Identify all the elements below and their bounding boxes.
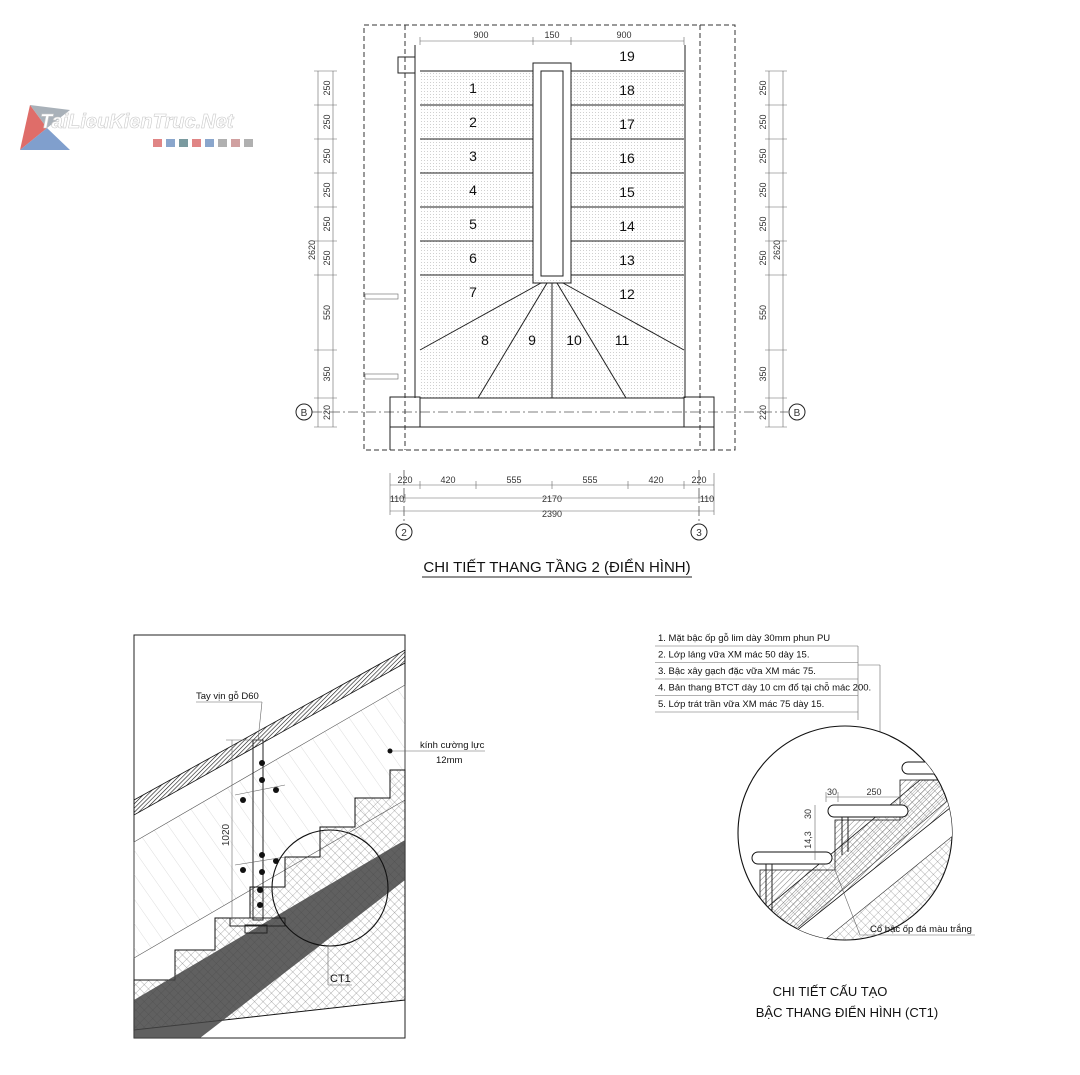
side-dim: 250 [758, 114, 768, 129]
side-dim: 250 [322, 182, 332, 197]
side-dim: 250 [758, 148, 768, 163]
side-dim-total: 2620 [307, 240, 317, 260]
step-number: 9 [528, 332, 536, 348]
grid-bubble-2 [395, 523, 413, 541]
railing-height-dim: 1020 [221, 823, 232, 846]
construction-note: 4. Bản thang BTCT dày 10 cm đổ tại chỗ m… [658, 683, 871, 694]
bottom-dim-r1-4: 555 [582, 475, 597, 485]
side-dimension-right: 250 250 250 250 250 250 550 350 220 2620 [758, 70, 787, 428]
watermark-text: TaiLieuKienTruc.Net [40, 111, 235, 133]
step-number: 18 [619, 82, 635, 98]
stair-well-inner [540, 70, 564, 277]
step-number: 8 [481, 332, 489, 348]
step-number: 11 [615, 332, 630, 348]
side-dim: 350 [758, 366, 768, 381]
step-number: 12 [619, 286, 635, 302]
step-number: 6 [469, 250, 477, 266]
top-dim-2: 150 [544, 30, 559, 40]
step-number: 13 [619, 252, 635, 268]
detail-title-line2: BẬC THANG ĐIỂN HÌNH (CT1) [756, 1005, 939, 1020]
step-number: 14 [619, 218, 635, 234]
detail-dim-30b: 30 [803, 809, 813, 819]
side-dimension-left: 250 250 250 250 250 250 550 350 220 2620 [307, 70, 337, 428]
step-number: 5 [469, 216, 477, 232]
top-dim-3: 900 [616, 30, 631, 40]
step-number: 10 [566, 332, 582, 348]
stair-well-outer [532, 62, 572, 284]
side-dim: 220 [322, 405, 332, 420]
top-dim-1: 900 [473, 30, 488, 40]
step-number: 2 [469, 114, 477, 130]
grid-label-b-right: B [794, 408, 801, 419]
side-dim: 550 [758, 305, 768, 320]
detail-title-line1: CHI TIẾT CẤU TẠO [773, 984, 888, 999]
bottom-dimension-lines: 220 420 555 555 420 220 110 2170 110 239… [389, 473, 715, 519]
plan-title: CHI TIẾT THANG TẦNG 2 (ĐIỂN HÌNH) [423, 558, 690, 576]
watermark-logo: TaiLieuKienTruc.Net [20, 105, 253, 150]
step-number: 16 [619, 150, 635, 166]
bottom-dim-r1-1: 220 [397, 475, 412, 485]
grid-label-b-left: B [301, 408, 308, 419]
detail-dim-250: 250 [866, 787, 881, 797]
side-dim: 220 [758, 405, 768, 420]
side-dim: 250 [322, 216, 332, 231]
plan-outer-dashed-wall [363, 24, 736, 451]
construction-note: 2. Lớp láng vữa XM mác 50 dày 15. [658, 650, 809, 661]
side-dim: 550 [322, 305, 332, 320]
construction-note: 5. Lớp trát trần vữa XM mác 75 dày 15. [658, 699, 824, 710]
bottom-dim-r1-6: 220 [691, 475, 706, 485]
ct1-label: CT1 [330, 973, 351, 985]
side-dim: 350 [322, 366, 332, 381]
step-number: 3 [469, 148, 477, 164]
step-number: 19 [619, 48, 635, 64]
construction-note: 3. Bậc xây gạch đặc vữa XM mác 75. [658, 666, 816, 677]
construction-note: 1. Mặt bậc ốp gỗ lim dày 30mm phun PU [658, 633, 830, 644]
ct1-callout-circle [271, 829, 389, 947]
railing-elevation: 1020 Tay vịn gỗ D60 kính cường lực 12mm … [133, 634, 485, 1039]
nosing-label: Cổ bậc ốp đá màu trắng [870, 924, 972, 935]
bottom-dim-r2-2: 2170 [542, 494, 562, 504]
detail-dim-143: 14,3 [803, 831, 813, 849]
side-dim: 250 [322, 114, 332, 129]
side-dim: 250 [758, 80, 768, 95]
side-dim: 250 [758, 182, 768, 197]
bottom-dim-r2-3: 110 [700, 494, 714, 504]
grid-bubble-3 [690, 523, 708, 541]
grid-label-2: 2 [401, 528, 407, 539]
detail-dim-30a: 30 [827, 787, 837, 797]
side-dim: 250 [322, 250, 332, 265]
bottom-dim-total: 2390 [542, 509, 562, 519]
handrail-band [133, 649, 406, 816]
side-dim: 250 [322, 148, 332, 163]
step-number: 7 [469, 284, 477, 300]
bottom-dim-r1-3: 555 [506, 475, 521, 485]
glass-label-1: kính cường lực [420, 740, 485, 751]
step-detail: 1. Mặt bậc ốp gỗ lim dày 30mm phun PU 2. … [655, 633, 975, 1020]
top-dimension-line: 900 150 900 [419, 30, 685, 45]
step-number: 4 [469, 182, 477, 198]
bottom-dim-r1-5: 420 [648, 475, 663, 485]
grid-bubble-b-right [788, 403, 806, 421]
grid-bubble-b-left [295, 403, 313, 421]
side-dim: 250 [758, 250, 768, 265]
bottom-dim-r2-1: 110 [390, 494, 404, 504]
side-dim: 250 [758, 216, 768, 231]
handrail-label: Tay vịn gỗ D60 [196, 691, 259, 702]
bottom-dim-r1-2: 420 [440, 475, 455, 485]
step-number: 15 [619, 184, 635, 200]
glass-label-2: 12mm [436, 755, 462, 766]
side-dim: 250 [322, 80, 332, 95]
side-dim-total: 2620 [772, 240, 782, 260]
grid-label-3: 3 [696, 528, 702, 539]
step-number: 1 [469, 80, 477, 96]
step-number: 17 [619, 116, 635, 132]
